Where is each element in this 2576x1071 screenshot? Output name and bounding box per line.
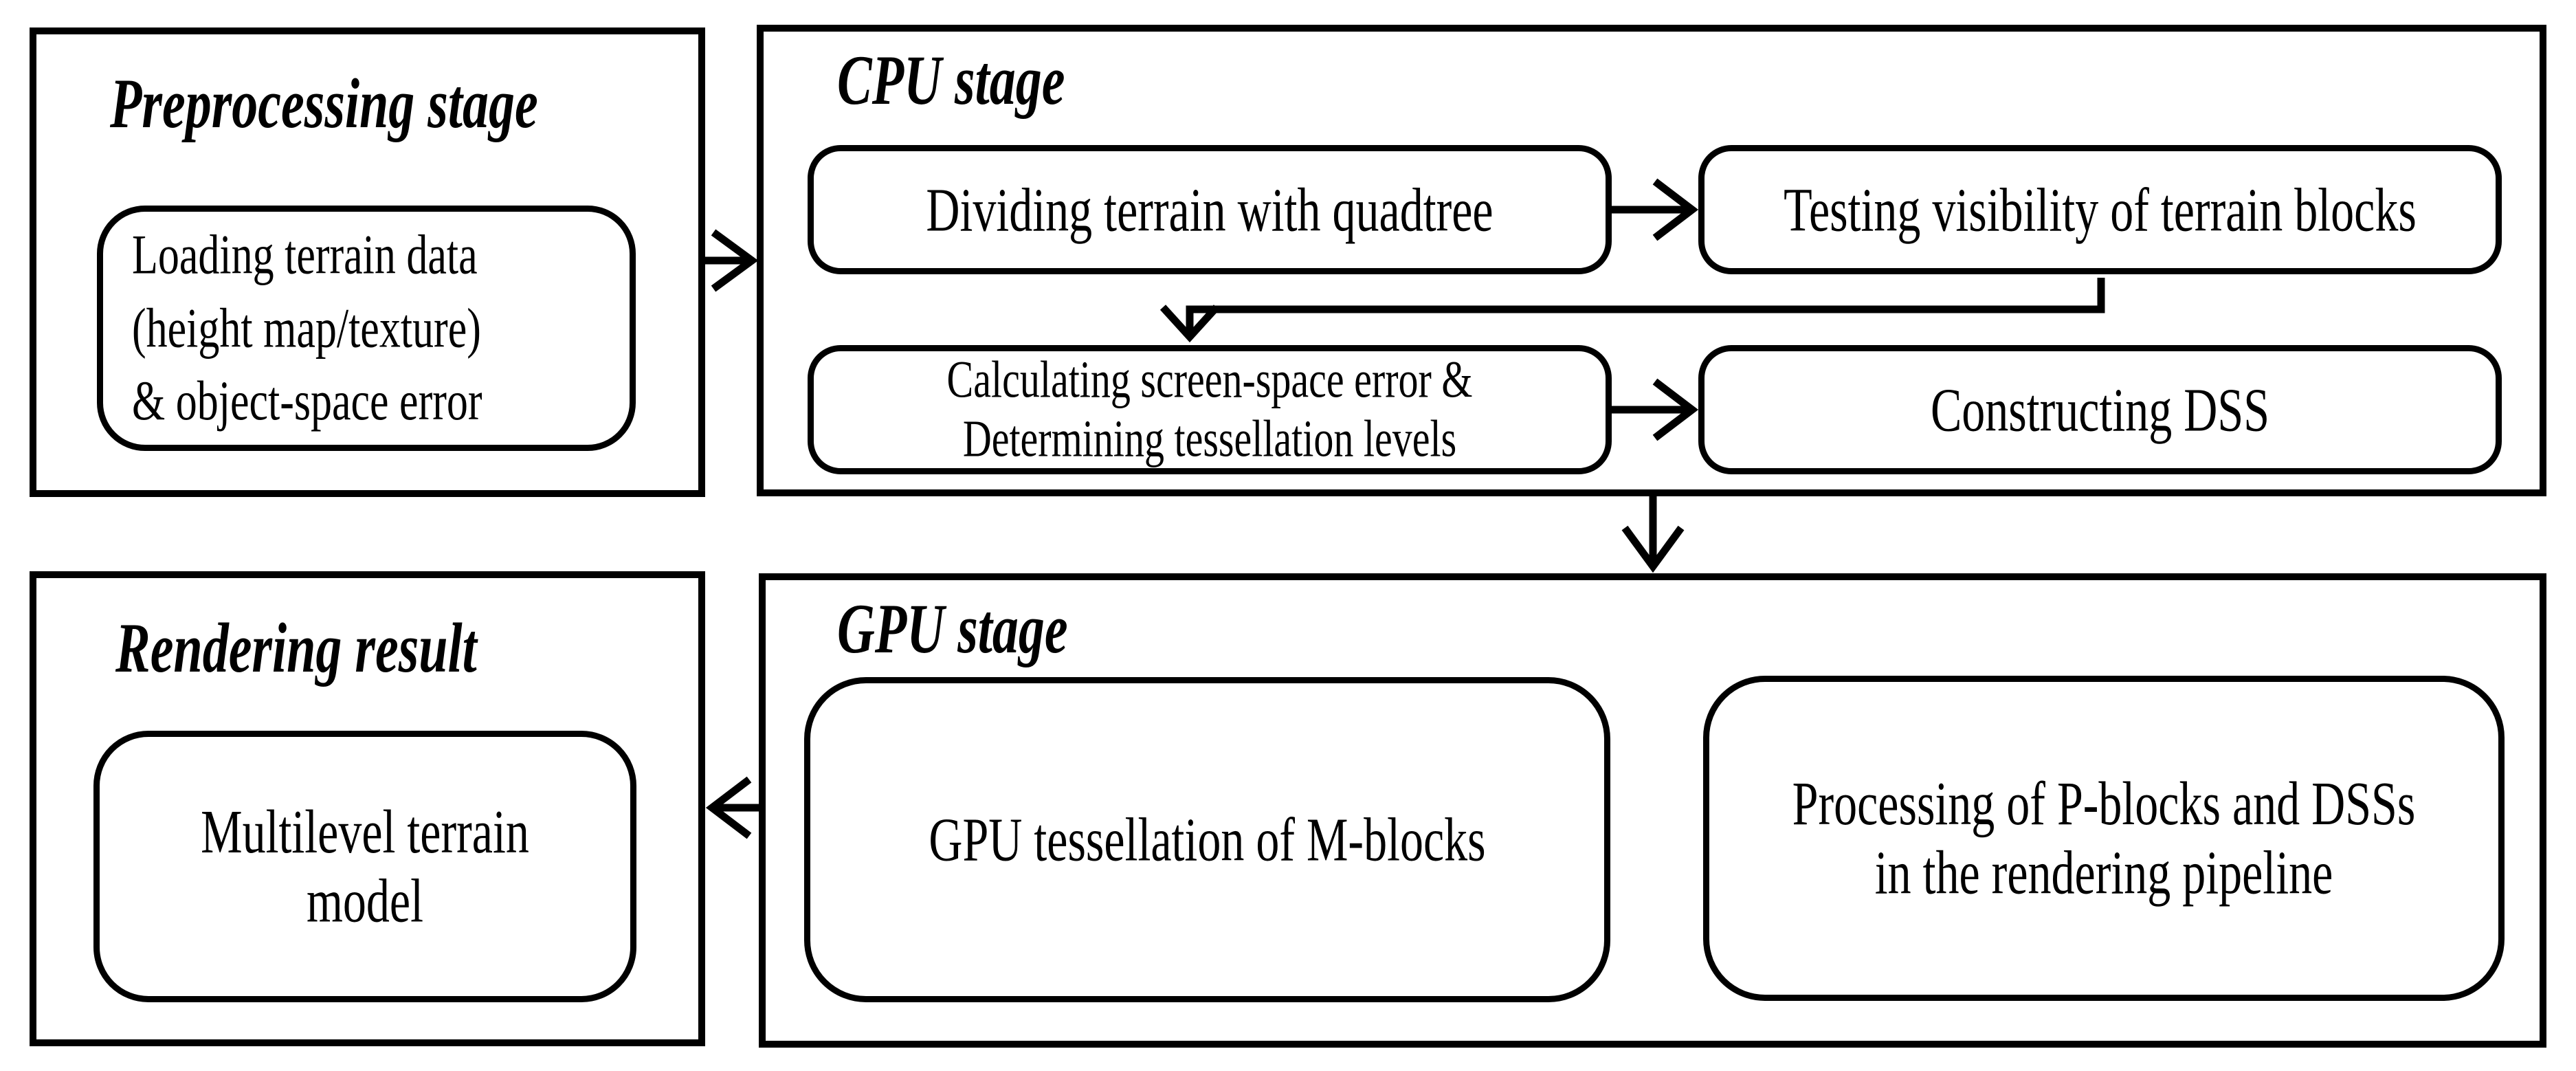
constructing-dss-label: Constructing DSS (1930, 375, 2270, 445)
multilevel-terrain-model-box: Multilevel terrain model (93, 731, 636, 1002)
preprocessing-stage-title: Preprocessing stage (110, 65, 538, 143)
loading-terrain-data-label: Loading terrain data (height map/texture… (132, 223, 482, 432)
loading-terrain-data-box: Loading terrain data (height map/texture… (97, 206, 636, 451)
processing-pblocks-box: Processing of P-blocks and DSSs in the r… (1703, 676, 2505, 1001)
gpu-tessellation-label: GPU tessellation of M-blocks (929, 805, 1486, 874)
rendering-result-title: Rendering result (115, 609, 477, 687)
arrow-cpu-to-gpu (1621, 496, 1685, 573)
testing-visibility-label: Testing visibility of terrain blocks (1784, 175, 2417, 245)
calculating-error-box: Calculating screen-space error & Determi… (808, 345, 1612, 474)
dividing-terrain-box: Dividing terrain with quadtree (808, 145, 1612, 274)
arrow-preprocessing-to-cpu (705, 229, 759, 292)
gpu-stage-title: GPU stage (837, 590, 1068, 668)
dividing-terrain-label: Dividing terrain with quadtree (926, 175, 1494, 245)
multilevel-terrain-model-label: Multilevel terrain model (201, 797, 529, 936)
arrow-gpu-to-rendering (705, 776, 759, 839)
constructing-dss-box: Constructing DSS (1698, 345, 2502, 474)
calculating-error-label: Calculating screen-space error & Determi… (946, 349, 1473, 468)
cpu-stage-title: CPU stage (837, 41, 1065, 120)
gpu-tessellation-box: GPU tessellation of M-blocks (804, 677, 1610, 1002)
testing-visibility-box: Testing visibility of terrain blocks (1698, 145, 2502, 274)
processing-pblocks-label: Processing of P-blocks and DSSs in the r… (1792, 769, 2416, 907)
